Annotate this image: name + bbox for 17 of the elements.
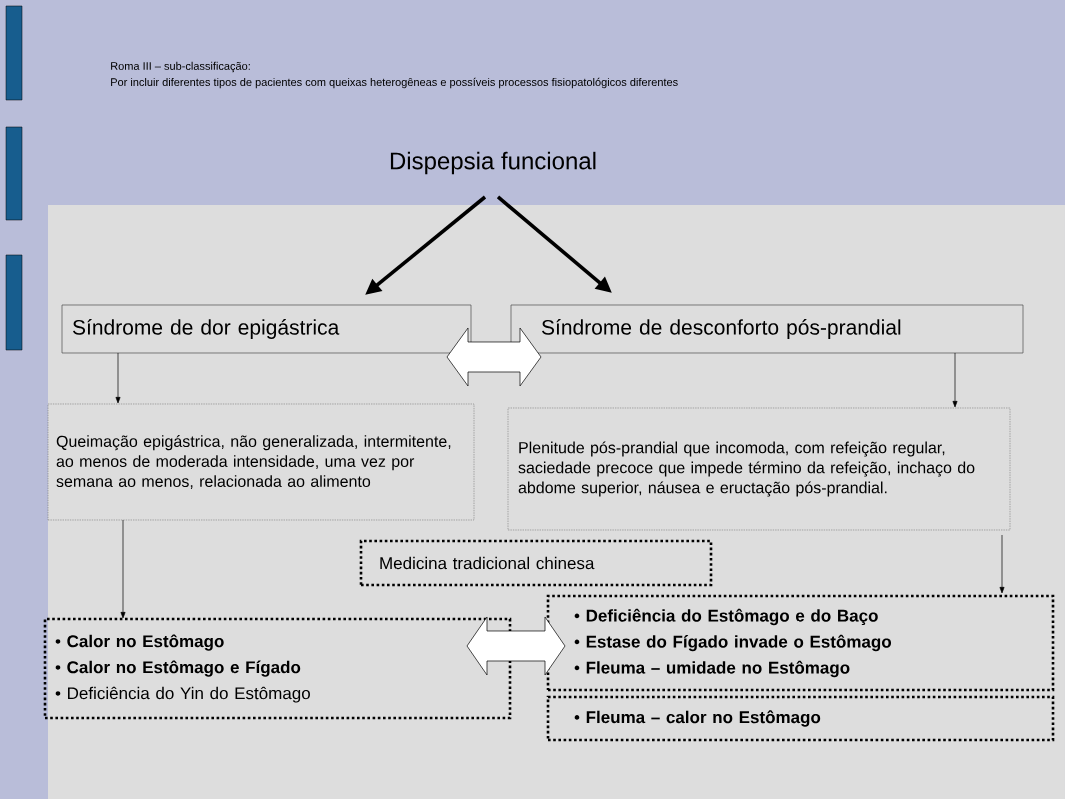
description-box: Plenitude pós-prandial que incomoda, com refeição regular, saciedade precoce que impede término da refeição, inchaço do abdome superior, náusea e eructação pós-prandial.	[507, 407, 1011, 531]
diagnosis-box: • Calor no Estômago • Calor no Estômago e Fígado • Deficiência do Yin do Estômago	[43, 617, 512, 720]
arrow	[999, 534, 1005, 594]
diagnosis-box: • Deficiência do Estômago e do Baço • Estase do Fígado invade o Estômago • Fleuma – umidade no Estômago	[546, 594, 1055, 692]
double-arrow	[446, 327, 542, 387]
note-text: Roma III – sub-classificação:	[111, 61, 250, 73]
diagnosis-box: • Fleuma – calor no Estômago	[546, 695, 1055, 742]
double-arrow	[466, 616, 566, 676]
note-text: Por incluir diferentes tipos de pacientes com queixas heterogêneas e possíveis processos fisiopatológicos diferentes	[111, 77, 678, 89]
title-text: Dispepsia funcional	[390, 151, 596, 175]
description-box: Queimação epigástrica, não generalizada, intermitente, ao menos de moderada intensidade, uma vez por semana ao menos, relacionada ao alimento	[47, 403, 475, 521]
arrow	[115, 352, 121, 404]
heading-box: Medicina tradicional chinesa	[359, 539, 713, 587]
arrow	[952, 352, 958, 408]
syndrome-box: Síndrome de dor epigástrica	[61, 304, 472, 354]
syndrome-box: Síndrome de desconforto pós-prandial	[510, 304, 1024, 354]
arrow	[120, 519, 126, 619]
